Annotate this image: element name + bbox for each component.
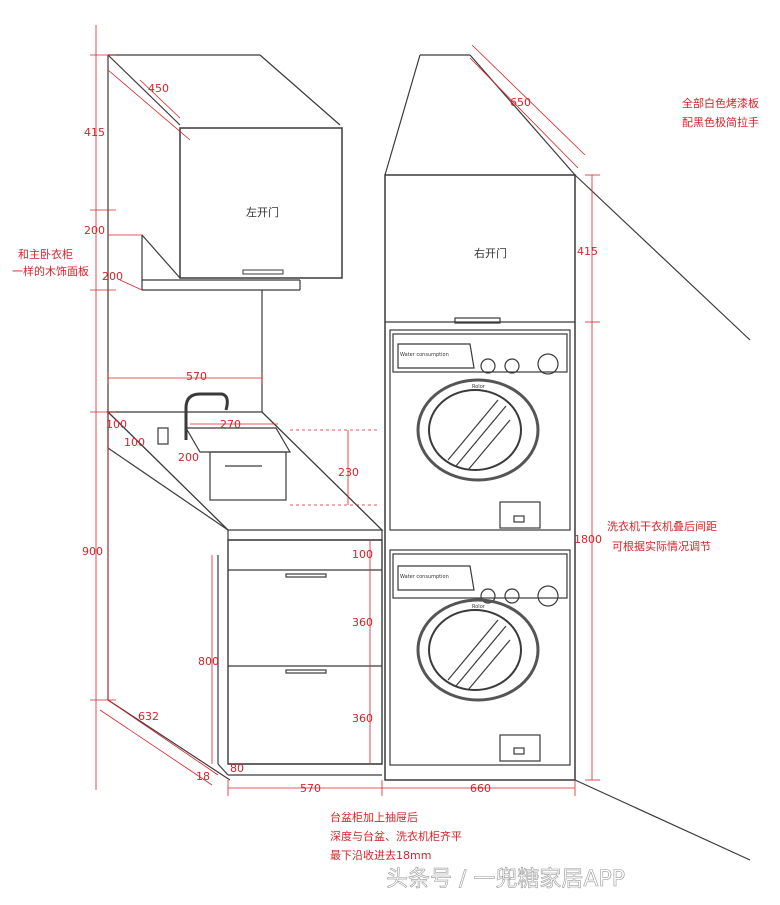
- bottom-note-line1: 台盆柜加上抽屉后: [330, 810, 418, 824]
- watermark: 头条号 / 一兜糖家居APP: [386, 867, 625, 892]
- drawer-handle-2: [285, 669, 327, 674]
- dim-570-counter: 570: [186, 370, 207, 383]
- bottom-note-line2: 深度与台盆、洗衣机柜齐平: [330, 829, 462, 843]
- wall-cabinet: [179, 127, 343, 279]
- cabinet-drawing: [106, 54, 751, 861]
- finish-note-line2: 配黑色极简拉手: [682, 115, 759, 129]
- wall-cabinet-handle: [242, 269, 284, 275]
- dim-200-upper: 200: [84, 224, 105, 237]
- washing-machine: [389, 329, 571, 531]
- dim-18: 18: [196, 770, 210, 783]
- dim-360-1: 360: [352, 616, 373, 629]
- tall-column: [384, 174, 576, 781]
- dim-650: 650: [510, 96, 531, 109]
- finish-note-line1: 全部白色烤漆板: [682, 96, 759, 110]
- stack-note-line1: 洗衣机干衣机叠后间距: [607, 519, 717, 533]
- dim-360-2: 360: [352, 712, 373, 725]
- dimension-lines: [90, 25, 600, 796]
- dryer-brand: Rolor: [472, 604, 486, 610]
- dim-800: 800: [198, 655, 219, 668]
- dryer-machine: [389, 549, 571, 766]
- dim-100-a: 100: [106, 418, 127, 431]
- dim-200-lower: 200: [102, 270, 123, 283]
- column-handle: [454, 317, 501, 324]
- dim-100-drawer: 100: [352, 548, 373, 561]
- stack-note-line2: 可根据实际情况调节: [612, 539, 711, 553]
- drawer-handle-1: [285, 573, 327, 578]
- dryer-panel-text: Water consumption: [400, 574, 449, 580]
- trim-note-line2: 一样的木饰面板: [12, 264, 89, 278]
- right-door-label: 右开门: [474, 246, 507, 260]
- dim-900: 900: [82, 545, 103, 558]
- dim-230: 230: [338, 466, 359, 479]
- dim-415-left: 415: [84, 126, 105, 139]
- bottom-note-line3: 最下沿收进去18mm: [330, 848, 431, 862]
- dim-570-bottom: 570: [300, 782, 321, 795]
- dim-100-b: 100: [124, 436, 145, 449]
- dim-200-sink: 200: [178, 451, 199, 464]
- trim-note-line1: 和主卧衣柜: [18, 247, 73, 261]
- dim-270: 270: [220, 418, 241, 431]
- washer-panel-text: Water consumption: [400, 352, 449, 358]
- faucet: [184, 392, 229, 440]
- dim-450: 450: [148, 82, 169, 95]
- dim-415-right: 415: [577, 245, 598, 258]
- left-door-label: 左开门: [246, 205, 279, 219]
- dim-1800: 1800: [574, 533, 602, 546]
- dim-660: 660: [470, 782, 491, 795]
- washer-brand: Rolor: [472, 384, 486, 390]
- dim-632: 632: [138, 710, 159, 723]
- sink: [184, 427, 292, 453]
- dim-80: 80: [230, 762, 244, 775]
